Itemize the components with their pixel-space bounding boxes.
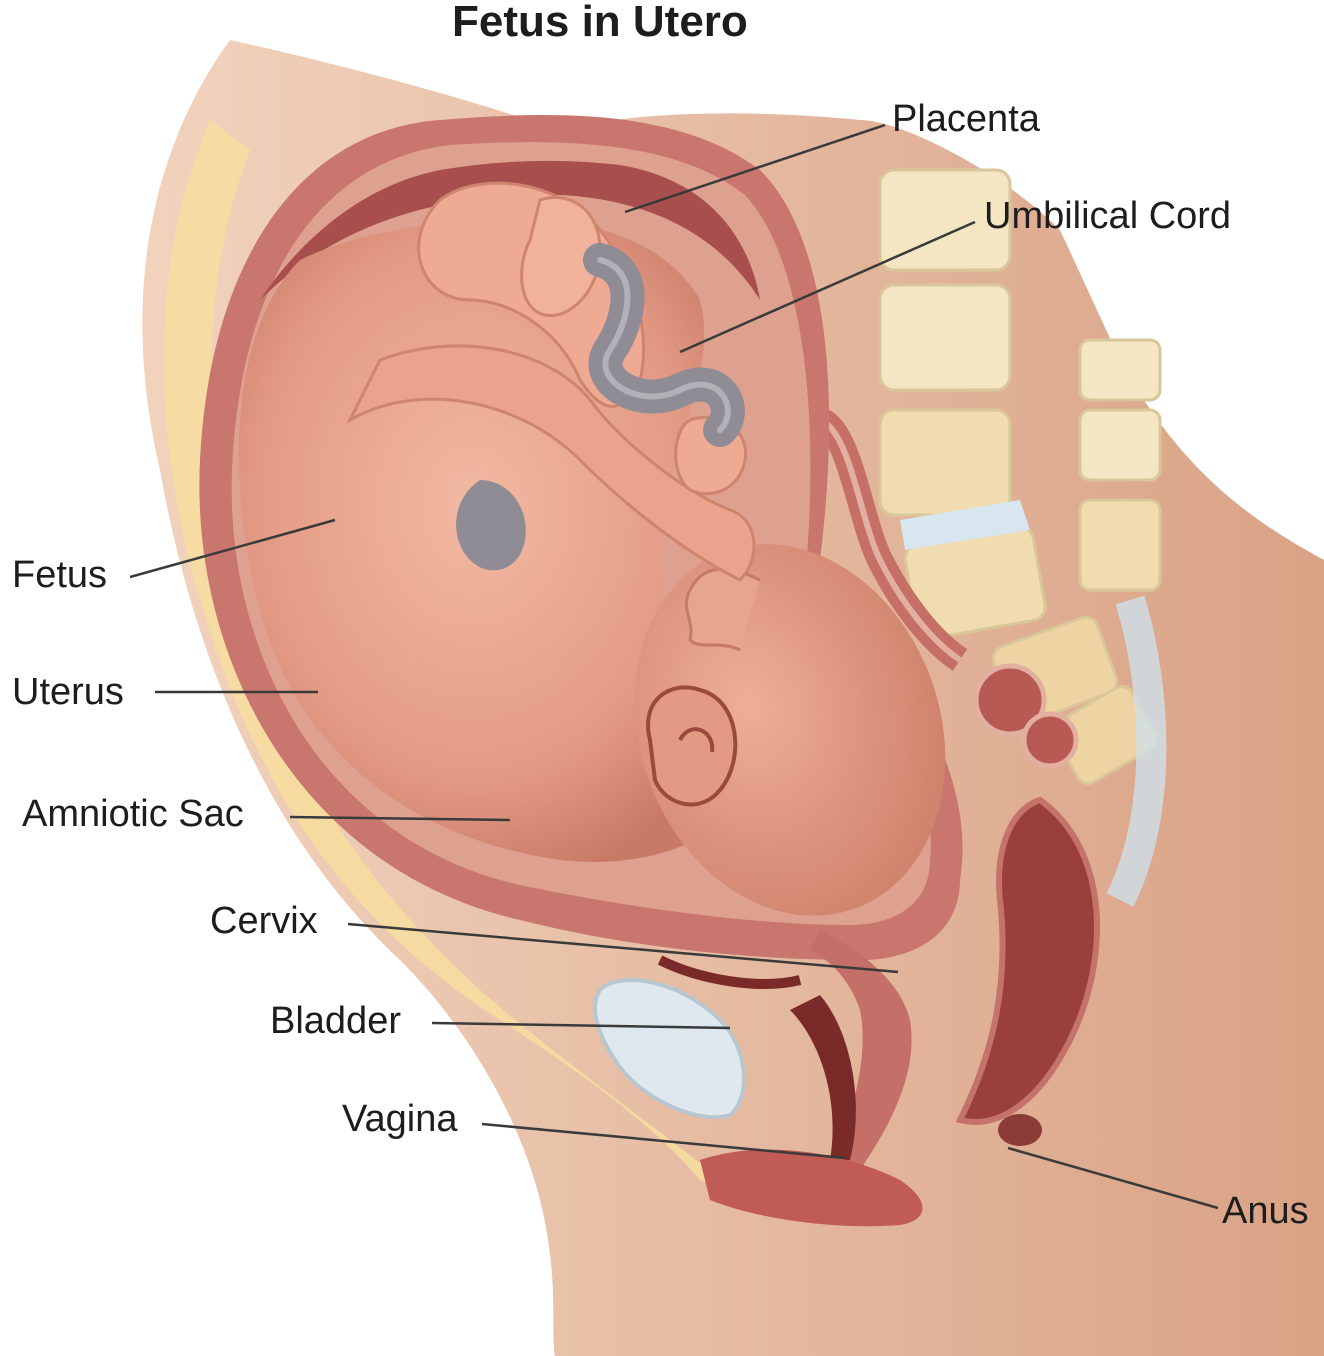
diagram-title: Fetus in Utero xyxy=(452,0,748,44)
label-cervix: Cervix xyxy=(210,902,318,940)
label-uterus: Uterus xyxy=(12,673,124,711)
label-amniotic-sac: Amniotic Sac xyxy=(22,795,244,833)
label-placenta: Placenta xyxy=(892,100,1040,138)
label-anus: Anus xyxy=(1222,1192,1309,1230)
anus-shape xyxy=(998,1114,1042,1146)
label-vagina: Vagina xyxy=(342,1100,458,1138)
label-fetus: Fetus xyxy=(12,556,107,594)
label-umbilical-cord: Umbilical Cord xyxy=(984,197,1231,235)
label-bladder: Bladder xyxy=(270,1002,401,1040)
